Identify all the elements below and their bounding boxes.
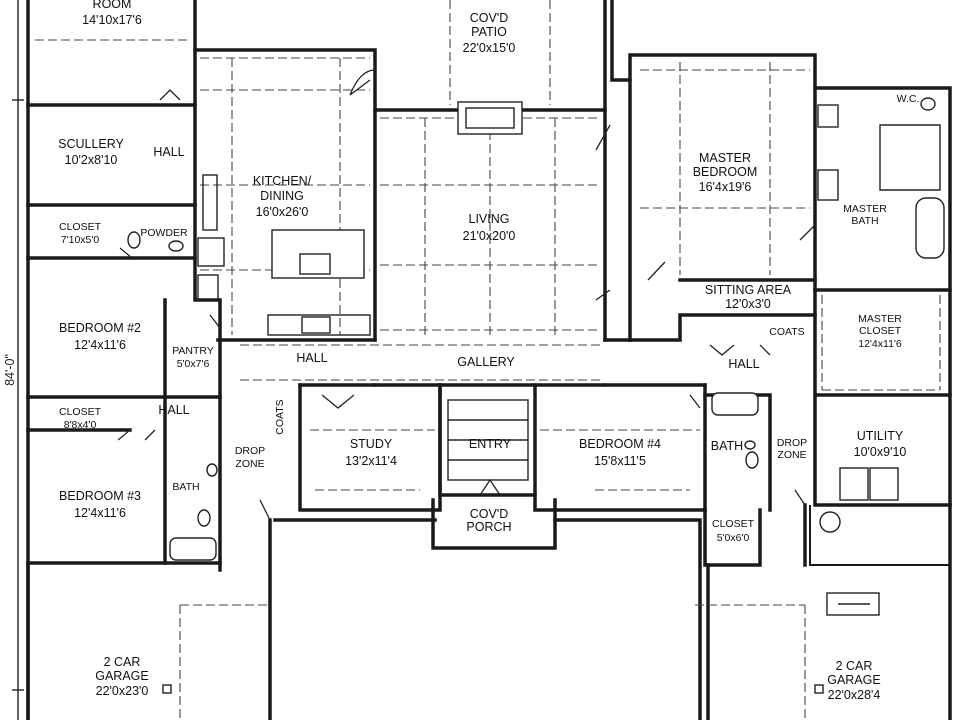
powder-name: POWDER xyxy=(140,227,188,239)
closet1-dims: 7'10x5'0 xyxy=(61,234,100,246)
wc-name: W.C. xyxy=(897,93,920,105)
bedroom4-name: BEDROOM #4 xyxy=(579,437,661,451)
drop-zone-left-name-2: ZONE xyxy=(235,458,264,470)
kitchen-dims: 16'0x26'0 xyxy=(256,205,309,219)
depth-dimension-line xyxy=(12,0,24,720)
bath3-name: BATH xyxy=(172,481,199,493)
coats-study-name: COATS xyxy=(274,399,286,434)
sitting-area-name: SITTING AREA xyxy=(705,283,792,297)
closet3-name: CLOSET xyxy=(712,518,755,530)
porch-name-1: COV'D xyxy=(470,507,509,521)
bedroom4-dims: 15'8x11'5 xyxy=(594,454,646,468)
garage-right-name-1: 2 CAR xyxy=(836,659,873,673)
garage-right-name-2: GARAGE xyxy=(827,673,881,687)
garage-left-dims: 22'0x23'0 xyxy=(96,684,149,698)
patio-name-2: PATIO xyxy=(471,25,507,39)
kitchen-name-1: KITCHEN/ xyxy=(253,174,312,188)
master-closet-dims: 12'4x11'6 xyxy=(858,338,902,350)
master-closet-name-2: CLOSET xyxy=(859,325,902,337)
hall-bedroom-name: HALL xyxy=(158,403,189,417)
coats-master-name: COATS xyxy=(769,326,804,338)
sitting-area-dims: 12'0x3'0 xyxy=(725,297,771,311)
bath4-name: BATH xyxy=(711,439,743,453)
master-bedroom-name-2: BEDROOM xyxy=(693,165,758,179)
garage-right-dims: 22'0x28'4 xyxy=(828,688,881,702)
porch-name-2: PORCH xyxy=(466,520,511,534)
study-dims: 13'2x11'4 xyxy=(345,454,397,468)
kitchen-name-2: DINING xyxy=(260,189,304,203)
bedroom3-name: BEDROOM #3 xyxy=(59,489,141,503)
master-bath-name-2: BATH xyxy=(851,215,878,227)
patio-dims: 22'0x15'0 xyxy=(463,41,516,55)
garage-left-name-1: 2 CAR xyxy=(104,655,141,669)
bedroom3-dims: 12'4x11'6 xyxy=(74,506,126,520)
master-bedroom-dims: 16'4x19'6 xyxy=(699,180,752,194)
pantry-dims: 5'0x7'6 xyxy=(177,358,210,370)
door-swings xyxy=(117,69,816,521)
hall-master-name: HALL xyxy=(728,357,759,371)
pantry-name: PANTRY xyxy=(172,345,214,357)
closet2-name: CLOSET xyxy=(59,406,102,418)
entry-name: ENTRY xyxy=(469,437,512,451)
master-bedroom-name-1: MASTER xyxy=(699,151,751,165)
master-closet-name-1: MASTER xyxy=(858,313,902,325)
garage-left-name-2: GARAGE xyxy=(95,669,149,683)
hall-scullery-name: HALL xyxy=(153,145,184,159)
drop-zone-left-name-1: DROP xyxy=(235,445,265,457)
living-name: LIVING xyxy=(469,212,510,226)
living-dims: 21'0x20'0 xyxy=(463,229,516,243)
top-room-name: ROOM xyxy=(93,0,132,11)
top-room-dims: 14'10x17'6 xyxy=(82,13,142,27)
drop-zone-right-name-1: DROP xyxy=(777,437,807,449)
hall-kitchen-name: HALL xyxy=(296,351,327,365)
utility-dims: 10'0x9'10 xyxy=(854,445,907,459)
gallery-name: GALLERY xyxy=(457,355,515,369)
scullery-name: SCULLERY xyxy=(58,137,124,151)
closet1-name: CLOSET xyxy=(59,221,102,233)
overall-depth-label: 84'-0" xyxy=(3,354,17,386)
closet2-dims: 8'8x4'0 xyxy=(64,419,97,431)
bedroom2-name: BEDROOM #2 xyxy=(59,321,141,335)
scullery-dims: 10'2x8'10 xyxy=(65,153,118,167)
master-bath-name-1: MASTER xyxy=(843,203,887,215)
study-name: STUDY xyxy=(350,437,393,451)
drop-zone-right-name-2: ZONE xyxy=(777,449,806,461)
exterior-walls xyxy=(26,0,952,720)
fixtures xyxy=(127,97,945,694)
closet3-dims: 5'0x6'0 xyxy=(717,532,750,544)
bedroom2-dims: 12'4x11'6 xyxy=(74,338,126,352)
utility-name: UTILITY xyxy=(857,429,904,443)
patio-name-1: COV'D xyxy=(470,11,509,25)
